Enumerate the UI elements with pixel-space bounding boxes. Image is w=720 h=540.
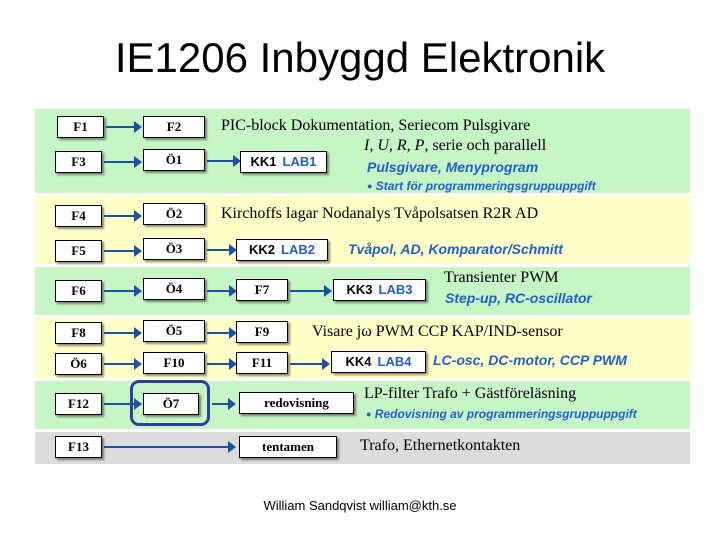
node-o1: Ö1 <box>143 149 205 171</box>
bullet-icon: ● <box>367 181 373 191</box>
node-f8: F8 <box>55 322 102 344</box>
node-o7: Ö7 <box>143 393 199 415</box>
row5-bullet-label: Redovisning av programmeringsgruppuppgif… <box>374 407 637 421</box>
arrow-o3-kk2 <box>207 244 237 256</box>
row1-blue-text: Pulsgivare, Menyprogram <box>367 159 539 175</box>
lab-box-kk3: KK3 LAB3 <box>333 279 426 301</box>
node-tentamen: tentamen <box>239 436 337 458</box>
row5-bullet-text: ● Redovisning av programmeringsgruppuppg… <box>366 407 637 421</box>
node-f6: F6 <box>55 280 102 302</box>
row1b-vars: I, U, R, P <box>364 137 425 154</box>
node-f9: F9 <box>236 321 288 343</box>
row4-pre: Visare j <box>312 323 362 340</box>
lab-box-kk4: KK4 LAB4 <box>331 351 426 373</box>
row1-bullet-text: ● Start för programmeringsgruppuppgift <box>367 179 596 193</box>
node-f4: F4 <box>55 205 102 227</box>
footer-credit: William Sandqvist william@kth.se <box>263 498 457 513</box>
row1-bullet-label: Start för programmeringsgruppuppgift <box>375 179 596 193</box>
row3-text: Transienter PWM <box>444 269 559 286</box>
arrow-f11-kk4 <box>290 358 330 370</box>
lab2-label: LAB2 <box>281 242 315 257</box>
node-f2: F2 <box>143 116 205 138</box>
row1b-text: I, U, R, P, serie och parallell <box>364 137 546 155</box>
arrow-f6-o4 <box>104 285 142 297</box>
page-title: IE1206 Inbyggd Elektronik <box>114 34 606 81</box>
lab-box-kk2: KK2 LAB2 <box>236 239 328 261</box>
arrow-f13-tentamen <box>104 441 236 453</box>
arrow-o7-redovisning <box>212 398 236 410</box>
node-f5: F5 <box>55 240 102 262</box>
arrow-o1-kk1 <box>207 155 241 167</box>
arrow-f7-kk3 <box>290 285 332 297</box>
arrow-f4-o2 <box>104 210 142 222</box>
band-6 <box>35 432 690 464</box>
arrow-f10-f11 <box>207 358 237 370</box>
row2-text: Kirchoffs lagar Nodanalys Tvåpolsatsen R… <box>221 205 539 222</box>
arrow-o5-f9 <box>207 327 237 339</box>
node-f7: F7 <box>236 279 288 301</box>
node-f10: F10 <box>143 352 205 374</box>
node-f3: F3 <box>55 151 102 173</box>
kk2-label: KK2 <box>249 242 276 257</box>
kk4-label: KK4 <box>345 354 372 369</box>
node-o3: Ö3 <box>143 238 205 260</box>
arrow-f12-o7 <box>104 398 142 410</box>
row4-omega: ω <box>361 323 372 340</box>
node-o5: Ö5 <box>143 320 205 342</box>
row1-text: PIC-block Dokumentation, Seriecom Pulsgi… <box>221 117 531 134</box>
node-o2: Ö2 <box>143 203 205 225</box>
arrow-o4-f7 <box>207 285 237 297</box>
row2-blue-text: Tvåpol, AD, Komparator/Schmitt <box>348 241 563 257</box>
row3-blue-text: Step-up, RC-oscillator <box>445 290 593 306</box>
lab-box-kk1: KK1 LAB1 <box>240 151 327 173</box>
arrow-o6-f10 <box>104 358 142 370</box>
row5-text: LP-filter Trafo + Gästföreläsning <box>364 385 577 402</box>
lab3-label: LAB3 <box>378 282 413 297</box>
node-f13: F13 <box>55 436 102 458</box>
arrow-f8-o5 <box>104 327 142 339</box>
node-o4: Ö4 <box>143 278 205 300</box>
row4-blue-text: LC-osc, DC-motor, CCP PWM <box>433 352 627 368</box>
kk1-label: KK1 <box>250 154 277 169</box>
lab4-label: LAB4 <box>377 354 412 369</box>
arrow-f5-o3 <box>104 245 142 257</box>
arrow-f3-o1 <box>104 156 142 168</box>
node-redovisning: redovisning <box>239 392 354 414</box>
node-f11: F11 <box>236 352 288 374</box>
lab1-label: LAB1 <box>282 154 317 169</box>
node-o6: Ö6 <box>55 353 102 375</box>
node-f1: F1 <box>57 116 104 138</box>
row4-post: PWM CCP KAP/IND-sensor <box>371 323 563 340</box>
row4-text: Visare jω PWM CCP KAP/IND-sensor <box>312 323 563 341</box>
node-f12: F12 <box>55 393 102 415</box>
bullet-icon: ● <box>366 409 372 419</box>
arrow-f1-f2 <box>106 121 142 133</box>
row1b-rest: , serie och parallell <box>424 137 547 154</box>
kk3-label: KK3 <box>346 282 373 297</box>
row6-text: Trafo, Ethernetkontakten <box>360 437 521 454</box>
